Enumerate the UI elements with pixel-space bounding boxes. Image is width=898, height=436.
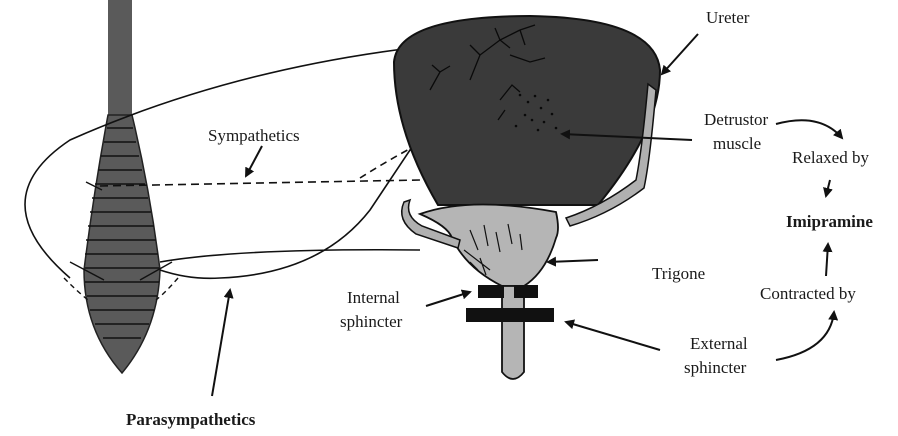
external-sphincter-arrow: [566, 322, 660, 350]
ureter-label: Ureter: [706, 8, 749, 28]
external-sphincter-band: [466, 308, 554, 322]
spinal-cord-segments: [84, 115, 160, 373]
spinal-cord-upper: [108, 0, 132, 115]
contracted-to-imipramine-arrow: [826, 244, 828, 276]
detrusor-label-line1: Detrustor: [704, 110, 768, 130]
trigone-arrow: [548, 260, 598, 262]
sympathetics-label: Sympathetics: [208, 126, 300, 146]
imipramine-label: Imipramine: [786, 212, 873, 232]
internal-sphincter-label-line1: Internal: [347, 288, 400, 308]
trigone-label: Trigone: [652, 264, 705, 284]
internal-sphincter-block-right: [514, 285, 538, 298]
internal-sphincter-block-left: [478, 285, 504, 298]
contracted-by-label: Contracted by: [760, 284, 856, 304]
sympathetics-arrow: [246, 146, 262, 176]
external-sphincter-label-line2: sphincter: [684, 358, 746, 378]
ureter-arrow: [662, 34, 698, 74]
parasympathetics-arrow: [212, 290, 230, 396]
relaxed-to-imipramine-arrow: [826, 180, 830, 196]
sympathetic-dashed-line: [100, 180, 420, 186]
pelvic-to-trigone-line: [160, 250, 420, 262]
bladder-detrusor-body: [394, 16, 660, 205]
internal-sphincter-arrow: [426, 292, 470, 306]
external-sphincter-label-line1: External: [690, 334, 748, 354]
external-to-contracted-arrow: [776, 312, 834, 360]
parasympathetics-label: Parasympathetics: [126, 410, 255, 430]
urethra: [502, 286, 524, 379]
detrusor-to-relaxed-arrow: [776, 120, 842, 138]
parasympathetic-line: [160, 105, 440, 278]
detrusor-label-line2: muscle: [713, 134, 761, 154]
relaxed-by-label: Relaxed by: [792, 148, 869, 168]
internal-sphincter-label-line2: sphincter: [340, 312, 402, 332]
spinal-cord: [64, 0, 178, 373]
trigone-region: [420, 204, 558, 286]
